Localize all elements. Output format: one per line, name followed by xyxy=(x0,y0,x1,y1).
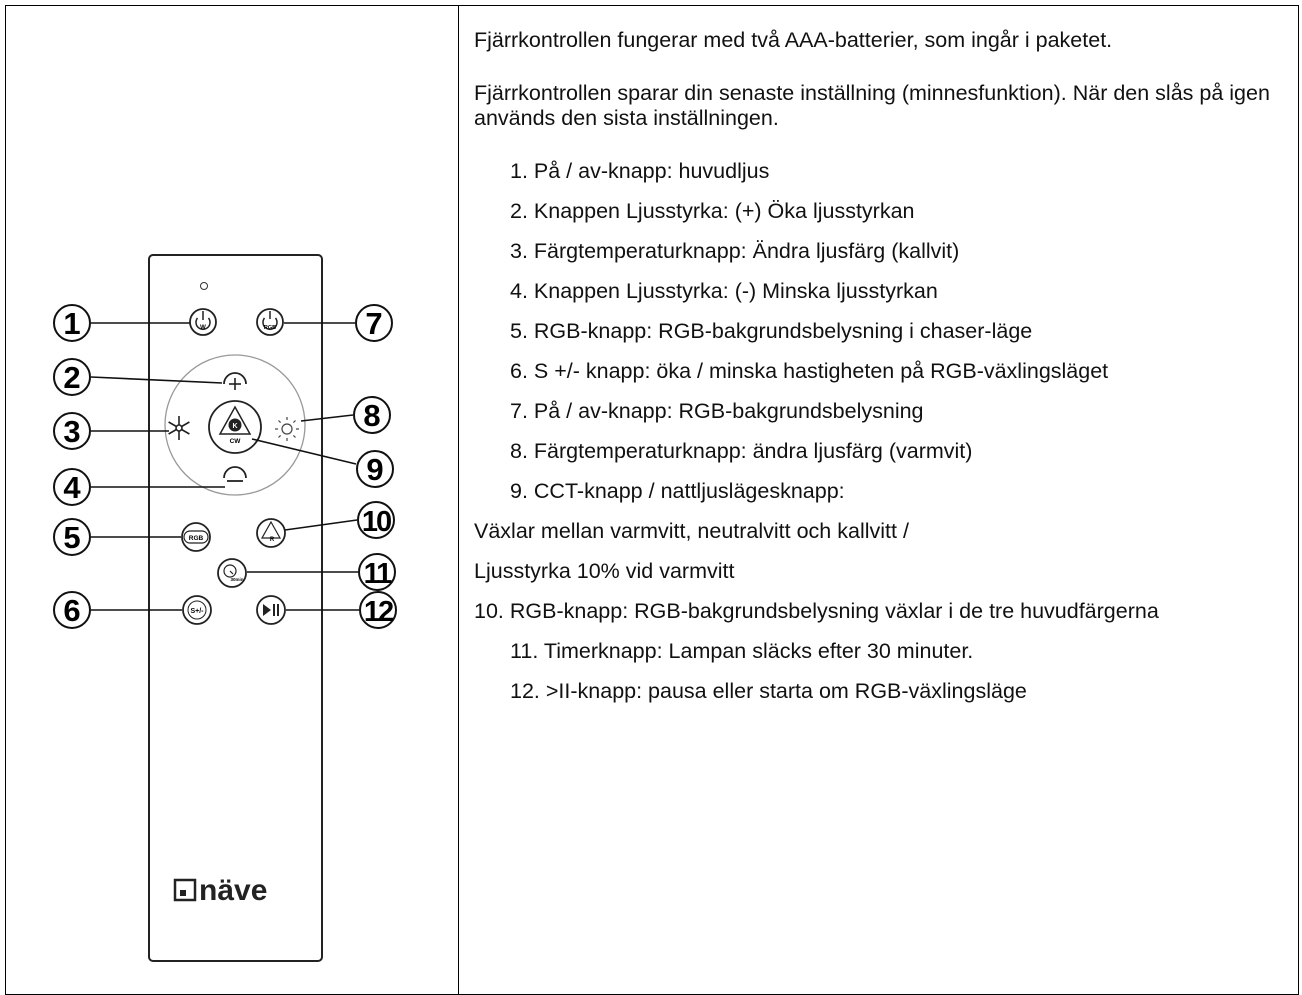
list-item: 10. RGB-knapp: RGB-bakgrundsbelysning vä… xyxy=(474,599,1159,623)
callout-10: 10 xyxy=(357,501,395,539)
triangle-cycle-icon xyxy=(260,520,282,539)
callout-9: 9 xyxy=(356,450,394,488)
play-pause-icon xyxy=(263,604,271,616)
callout-8: 8 xyxy=(353,396,391,434)
list-item: 4. Knappen Ljusstyrka: (-) Minska ljusst… xyxy=(510,279,938,303)
svg-text:5: 5 xyxy=(63,520,80,555)
ir-led-icon xyxy=(200,282,208,290)
triangle-cycle-icon xyxy=(218,405,252,435)
power-main-label: W xyxy=(200,325,206,331)
list-item: 2. Knappen Ljusstyrka: (+) Öka ljusstyrk… xyxy=(510,199,915,223)
power-main-button[interactable]: W xyxy=(189,308,217,336)
list-item: 6. S +/- knapp: öka / minska hastigheten… xyxy=(510,359,1109,383)
list-item: 7. På / av-knapp: RGB-bakgrundsbelysning xyxy=(510,399,924,423)
button-list: 1. På / av-knapp: huvudljus 2. Knappen L… xyxy=(474,159,1294,704)
svg-text:12: 12 xyxy=(364,596,393,628)
callout-2: 2 xyxy=(53,358,91,396)
svg-text:10: 10 xyxy=(362,506,391,538)
power-rgb-button[interactable]: RGB xyxy=(256,308,284,336)
cct-center-label: K xyxy=(232,423,237,430)
rgb-chaser-label: RGB xyxy=(189,535,204,542)
callout-11: 11 xyxy=(358,553,396,591)
callout-3: 3 xyxy=(53,412,91,450)
svg-text:1: 1 xyxy=(63,306,80,341)
brand-name: näve xyxy=(199,874,267,907)
brightness-down-button[interactable] xyxy=(223,466,247,482)
svg-text:2: 2 xyxy=(63,360,80,395)
power-rgb-label: RGB xyxy=(264,325,276,331)
k-icon xyxy=(228,418,242,432)
speed-label: S+/- xyxy=(190,608,204,615)
rgb-cycle-button[interactable]: R xyxy=(256,518,286,548)
cct-nightlight-button[interactable]: K CW xyxy=(208,400,262,454)
callout-lines xyxy=(90,322,359,611)
callout-4: 4 xyxy=(53,468,91,506)
brightness-up-button[interactable] xyxy=(223,372,247,390)
list-item: 12. >II-knapp: pausa eller starta om RGB… xyxy=(510,679,1027,703)
callout-1: 1 xyxy=(53,304,91,342)
column-divider xyxy=(458,5,459,995)
svg-text:8: 8 xyxy=(363,398,380,433)
rgb-chaser-button[interactable]: RGB xyxy=(181,522,211,552)
svg-text:4: 4 xyxy=(63,470,81,505)
cct-bottom-label: CW xyxy=(230,438,242,445)
instructions-panel: Fjärrkontrollen fungerar med två AAA-bat… xyxy=(474,28,1294,719)
callout-6: 6 xyxy=(53,591,91,629)
timer-label: 30min xyxy=(230,577,243,582)
list-item: Växlar mellan varmvitt, neutralvitt och … xyxy=(474,519,909,543)
list-item: 11. Timerknapp: Lampan släcks efter 30 m… xyxy=(510,639,974,663)
svg-text:6: 6 xyxy=(63,593,80,628)
intro-memory: Fjärrkontrollen sparar din senaste instä… xyxy=(474,81,1270,130)
callout-12: 12 xyxy=(359,591,397,629)
rgb-cycle-label: R xyxy=(270,537,275,543)
list-item: 1. På / av-knapp: huvudljus xyxy=(510,159,770,183)
remote-illustration-panel: W RGB xyxy=(6,6,458,985)
play-pause-button[interactable] xyxy=(256,595,286,625)
timer-icon xyxy=(223,564,237,578)
list-item: Ljusstyrka 10% vid varmvitt xyxy=(474,559,735,583)
speed-button[interactable]: S+/- xyxy=(182,595,212,625)
svg-text:7: 7 xyxy=(365,306,382,341)
svg-text:3: 3 xyxy=(63,414,80,449)
sun-icon xyxy=(281,423,293,435)
svg-text:9: 9 xyxy=(366,452,383,487)
cool-white-button[interactable] xyxy=(168,416,190,440)
brand-logo: näve xyxy=(173,874,267,907)
list-item: 3. Färgtemperaturknapp: Ändra ljusfärg (… xyxy=(510,239,960,263)
list-item: 5. RGB-knapp: RGB-bakgrundsbelysning i c… xyxy=(510,319,1033,343)
list-item: 9. CCT-knapp / nattljuslägesknapp: xyxy=(510,479,845,503)
callout-7: 7 xyxy=(355,304,393,342)
power-icon xyxy=(262,317,278,331)
svg-text:11: 11 xyxy=(364,558,393,590)
snowflake-icon xyxy=(175,424,183,432)
callout-5: 5 xyxy=(53,518,91,556)
power-icon xyxy=(195,317,211,331)
remote-illustration: W RGB xyxy=(53,254,397,962)
intro-battery: Fjärrkontrollen fungerar med två AAA-bat… xyxy=(474,28,1113,52)
list-item: 8. Färgtemperaturknapp: ändra ljusfärg (… xyxy=(510,439,973,463)
timer-button[interactable]: 30min xyxy=(217,558,247,588)
warm-white-button[interactable] xyxy=(275,417,299,441)
